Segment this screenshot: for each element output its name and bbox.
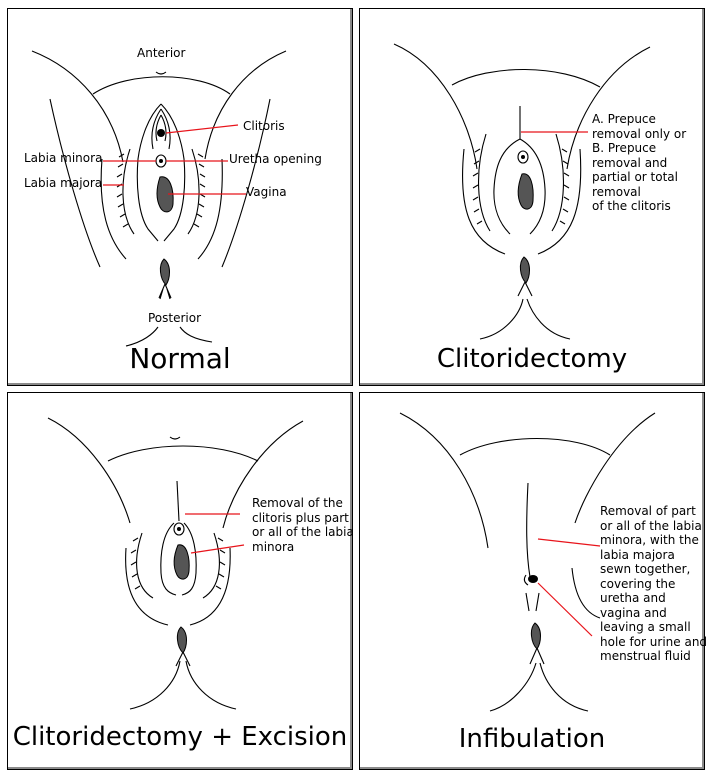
panel-normal: Anterior Clitoris Labia minora Uretha op… (7, 8, 353, 386)
annotation-line: vagina and (600, 605, 667, 620)
panel-clitoridectomy-excision: Removal of the clitoris plus part or all… (7, 392, 354, 770)
annotation-line: menstrual fluid (600, 649, 691, 663)
annotation-line: or all of the labia (252, 525, 354, 539)
annotation-line: labia majora (600, 547, 675, 562)
annotation-infibulation: Removal of part or all of the labia mino… (600, 504, 707, 664)
label-uretha-opening: Uretha opening (229, 152, 322, 166)
annotation-line: minora, with the (600, 533, 699, 547)
label-clitoris: Clitoris (243, 119, 285, 133)
annotation-line: leaving a small (600, 620, 691, 634)
annotation-excision: Removal of the clitoris plus part or all… (252, 496, 354, 554)
annotation-line: or all of the labia (600, 518, 702, 533)
annotation-line: A. Prepuce (592, 112, 656, 126)
annotation-line: removal and (592, 155, 668, 170)
anatomy-drawing-excision (47, 417, 304, 710)
annotation-line: removal only or (592, 126, 687, 141)
anatomy-drawing-infibulation (399, 412, 656, 712)
annotation-line: Removal of part (600, 504, 696, 518)
panel-clitoridectomy: A. Prepuce removal only or B. Prepuce re… (359, 8, 705, 386)
annotation-clitoridectomy: A. Prepuce removal only or B. Prepuce re… (592, 112, 686, 214)
annotation-line: sewn together, (600, 562, 691, 576)
annotation-line: uretha and (600, 591, 666, 605)
label-vagina: Vagina (246, 185, 287, 199)
label-anterior: Anterior (137, 46, 186, 60)
anatomy-drawing-clitoridectomy (393, 43, 651, 340)
label-labia-minora: Labia minora (24, 151, 103, 165)
panel-title-normal: Normal (129, 342, 231, 375)
label-labia-majora: Labia majora (24, 176, 103, 190)
panel-title-clitoridectomy: Clitoridectomy (436, 344, 628, 374)
anatomy-drawing-normal (31, 50, 287, 347)
annotation-line: B. Prepuce (592, 141, 657, 155)
annotation-line: clitoris plus part (252, 510, 349, 525)
label-posterior: Posterior (148, 311, 202, 325)
annotation-line: hole for urine and (600, 634, 708, 649)
panel-title-infibulation: Infibulation (458, 724, 606, 754)
annotation-line: Removal of the (252, 496, 343, 510)
annotation-line: partial or total (592, 170, 678, 184)
annotation-line: covering the (600, 576, 676, 591)
annotation-line: minora (252, 539, 295, 554)
panel-title-clitoridectomy-excision: Clitoridectomy + Excision (12, 722, 348, 752)
annotation-line: of the clitoris (592, 199, 671, 213)
panel-infibulation: Removal of part or all of the labia mino… (359, 392, 707, 770)
annotation-line: removal (592, 184, 641, 199)
